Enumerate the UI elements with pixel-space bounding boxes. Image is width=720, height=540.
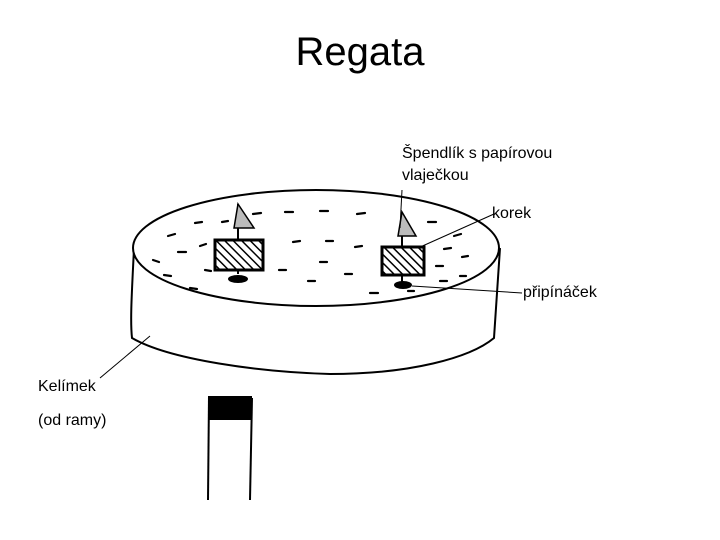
label-thumbtack: připínáček: [523, 284, 597, 301]
boat-left: [213, 202, 265, 283]
label-cup-source: (od ramy): [38, 412, 107, 429]
label-cup: Kelímek: [38, 378, 96, 395]
label-pin-with-flag: Špendlík s papírovou vlaječkou: [402, 143, 552, 187]
cork-left: [213, 238, 265, 272]
water-dashes: [151, 209, 470, 295]
leader-pin: [399, 189, 403, 229]
container-wall: [130, 247, 501, 376]
label-cork: korek: [492, 205, 532, 222]
water-surface: [132, 189, 500, 307]
boat-right: [380, 209, 426, 289]
leader-cork: [417, 213, 495, 249]
leader-tack: [411, 285, 523, 294]
thumbtack-right: [394, 281, 412, 289]
stand: [207, 395, 253, 501]
cork-right: [380, 245, 426, 277]
page-title: Regata: [295, 30, 425, 74]
leader-cup: [99, 335, 151, 379]
label-pin-line2: vlaječkou: [402, 167, 469, 184]
thumbtack-left: [228, 275, 248, 283]
stand-cap: [208, 396, 252, 420]
label-pin-line1: Špendlík s papírovou: [402, 145, 553, 162]
leader-lines: [99, 189, 523, 379]
paper-flag-left: [233, 202, 256, 229]
